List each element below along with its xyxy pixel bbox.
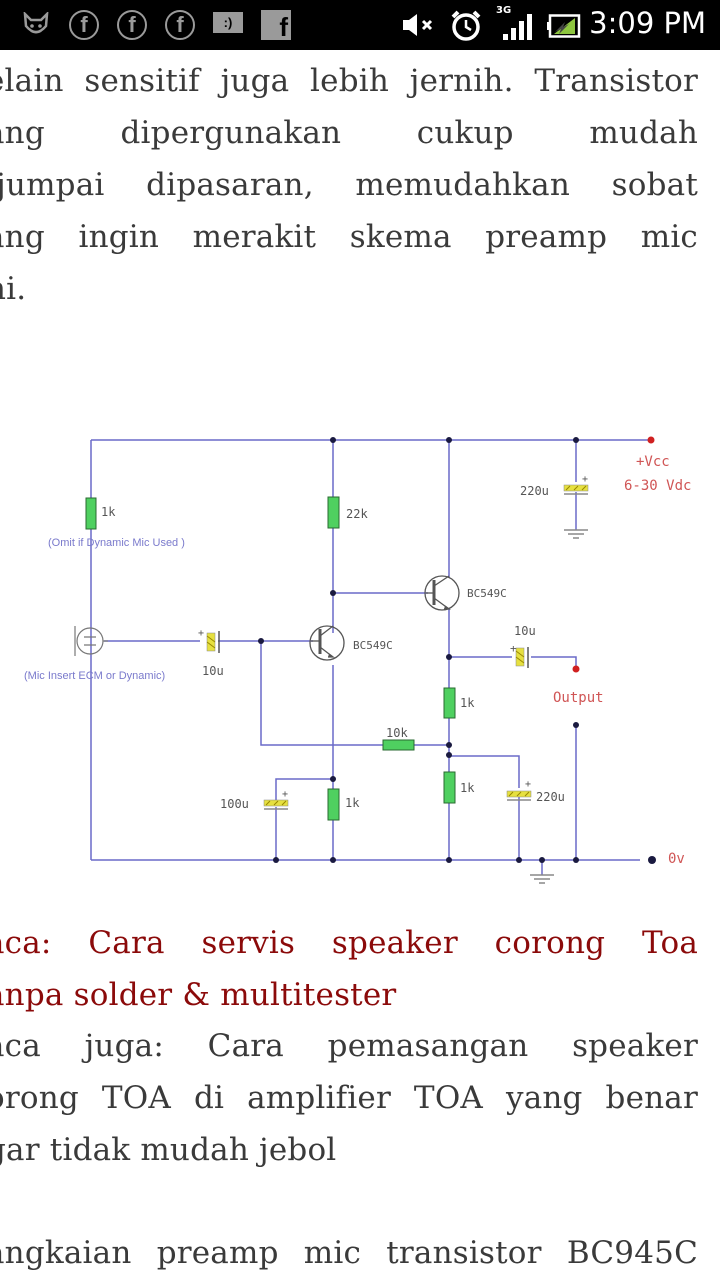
svg-text:+: + xyxy=(510,642,517,655)
label-r-mic-bias: 1k xyxy=(101,505,116,519)
text-line: angkaian preamp mic transistor BC945C xyxy=(0,1235,698,1271)
transistor-q1 xyxy=(309,625,345,661)
article-intro-paragraph: elain sensitif juga lebih jernih. Transi… xyxy=(0,55,698,315)
mute-icon xyxy=(403,14,433,36)
svg-text:+: + xyxy=(582,474,588,485)
svg-text:+: + xyxy=(525,779,531,790)
preamp-schematic: + + + + + xyxy=(24,436,691,884)
svg-text:+: + xyxy=(198,628,204,639)
junction-nodes xyxy=(258,437,656,864)
resistor-1k-q1-emitter xyxy=(327,788,340,821)
battery-charging-icon xyxy=(547,14,581,38)
section-heading-text: angkaian preamp mic transistor BC945C xyxy=(0,1227,698,1279)
label-output: Output xyxy=(553,690,604,706)
label-r-feedback: 10k xyxy=(386,726,408,740)
alarm-icon xyxy=(451,10,481,41)
facebook-circle-icon: f xyxy=(69,10,99,40)
resistor-10k xyxy=(382,739,415,751)
microphone-symbol xyxy=(74,626,108,656)
resistor-1k-lower xyxy=(443,771,456,804)
text-line: gar tidak mudah jebol xyxy=(0,1132,337,1168)
capacitor-10u-output: + xyxy=(510,642,529,668)
label-r-collector1: 22k xyxy=(346,507,368,521)
label-vcc-range: 6-30 Vdc xyxy=(624,478,691,494)
facebook-circle-icon: f xyxy=(165,10,195,40)
capacitor-100u-bypass: + xyxy=(263,789,289,810)
label-c-supply: 220u xyxy=(520,484,549,498)
wires xyxy=(90,439,651,875)
label-vcc: +Vcc xyxy=(636,454,670,470)
label-r-emitter2: 1k xyxy=(460,696,475,710)
label-ground: 0v xyxy=(668,851,685,867)
chat-smiley-icon: :) xyxy=(213,12,243,33)
label-transistor1: BC549C xyxy=(353,639,393,652)
label-c-output: 10u xyxy=(514,624,536,638)
capacitor-220u-supply: + xyxy=(563,474,589,495)
vcc-terminal xyxy=(647,436,655,444)
resistor-22k xyxy=(327,496,340,529)
status-bar: f f f :) f 3G 3:09 PM xyxy=(0,0,720,50)
label-c-bypass2: 220u xyxy=(536,790,565,804)
svg-text:+: + xyxy=(282,789,288,800)
link-line[interactable]: aca: Cara servis speaker corong Toa xyxy=(0,925,698,961)
label-mic-note: (Mic Insert ECM or Dynamic) xyxy=(24,670,165,682)
cat-app-icon xyxy=(23,12,49,34)
text-line: ang ingin merakit skema preamp mic xyxy=(0,219,698,255)
signal-icon xyxy=(503,14,532,40)
text-line: elain sensitif juga lebih jernih. Transi… xyxy=(0,63,698,99)
clock: 3:09 PM xyxy=(589,6,706,40)
label-transistor2: BC549C xyxy=(467,587,507,600)
resistor-1k-mic xyxy=(85,497,97,530)
facebook-circle-icon: f xyxy=(117,10,147,40)
text-line: ang dipergunakan cukup mudah xyxy=(0,115,698,151)
capacitor-220u-bypass: + xyxy=(506,779,532,801)
related-article-link[interactable]: aca: Cara servis speaker corong Toa anpa… xyxy=(0,917,698,1021)
label-r-emitter2b: 1k xyxy=(460,781,475,795)
label-omit-note: (Omit if Dynamic Mic Used ) xyxy=(48,537,185,549)
resistors xyxy=(85,496,456,821)
capacitors: + + + + + xyxy=(198,474,589,810)
ground-symbols xyxy=(530,529,588,884)
label-r-emitter1: 1k xyxy=(345,796,360,810)
label-c-bypass1: 100u xyxy=(220,797,249,811)
resistor-1k-q2-emitter xyxy=(443,687,456,719)
capacitor-10u-input: + xyxy=(198,628,220,653)
network-type-label: 3G xyxy=(496,5,512,16)
link-line[interactable]: anpa solder & multitester xyxy=(0,977,397,1013)
label-c-input: 10u xyxy=(202,664,224,678)
related-article-text: aca juga: Cara pemasangan speaker orong … xyxy=(0,1020,698,1176)
facebook-square-icon: f xyxy=(261,10,291,42)
transistor-q2 xyxy=(424,575,460,611)
text-line: ijumpai dipasaran, memudahkan sobat xyxy=(0,167,698,203)
text-line: aca juga: Cara pemasangan speaker xyxy=(0,1028,698,1064)
text-line: orong TOA di amplifier TOA yang benar xyxy=(0,1080,698,1116)
text-line: ni. xyxy=(0,271,27,307)
output-terminal xyxy=(572,665,580,673)
